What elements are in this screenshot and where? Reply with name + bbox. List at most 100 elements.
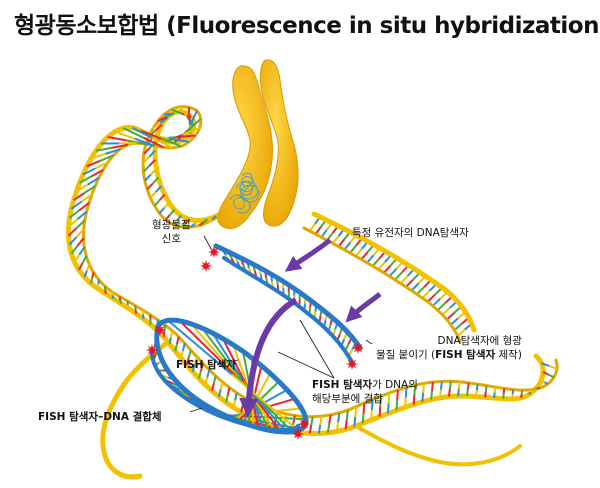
base-pair-rung (140, 129, 162, 140)
base-pair-rung (379, 395, 383, 407)
fluorescence-star-icon (146, 344, 158, 356)
base-pair-rung (159, 116, 169, 124)
arrow-gene-to-probe-2 (345, 292, 382, 323)
base-pair-rung (370, 399, 374, 410)
chromosome-left-arm (217, 65, 273, 230)
base-pair-rung (231, 373, 297, 429)
base-pair-rung (158, 193, 166, 201)
base-pair-rung (453, 323, 463, 331)
base-pair-rung (412, 394, 416, 405)
base-pair-rung (345, 409, 349, 420)
base-pair-rung (354, 406, 358, 417)
base-pair-rung (396, 389, 399, 401)
base-pair-rung (337, 412, 341, 423)
base-pair-rung (377, 261, 386, 271)
base-pair-rung (148, 159, 157, 167)
base-pair-rung (149, 191, 157, 199)
base-pair-rung (541, 362, 550, 367)
base-pair-rung (77, 210, 88, 220)
base-pair-rung (332, 235, 340, 245)
base-pair-rung (114, 130, 136, 140)
base-pair-rung (450, 317, 459, 326)
base-pair-rung (211, 383, 215, 392)
base-pair-rung (253, 365, 263, 396)
base-pair-rung (211, 332, 245, 382)
label-gene-probe: 특정 유전자의 DNA탐색자 (352, 227, 469, 239)
base-pair-rung (95, 161, 109, 170)
fluorescence-star-icon (346, 358, 358, 370)
base-pair-rung (154, 123, 163, 132)
base-pair-rung (142, 165, 151, 173)
label-attach-fluor: DNA탐색자에 형광 물질 붙이기 (FISH 탐색자 제작) (376, 335, 522, 361)
base-pair-rung (439, 381, 443, 390)
base-pair-rung (548, 365, 558, 370)
label-fish-probe: FISH 탐색자 (176, 359, 237, 371)
base-pair-rung (378, 406, 382, 417)
dna-tail-lower (100, 339, 171, 480)
base-pair-rung (432, 298, 441, 307)
base-pair-rung (387, 392, 391, 404)
base-pair-rung (199, 221, 205, 227)
base-pair-rung (126, 304, 130, 309)
base-pair-rung (142, 156, 150, 164)
base-pair-rung (78, 246, 86, 256)
base-pair-rung (212, 375, 217, 384)
fluorescence-star-icon (208, 246, 220, 258)
base-pair-rung (131, 126, 153, 139)
base-pair-rung (255, 372, 272, 399)
base-pair-rung (335, 422, 340, 432)
base-pair-rung (185, 357, 190, 366)
base-pair-rung (206, 369, 211, 378)
probe-strand-middle-b (222, 256, 354, 364)
base-pair-rung (446, 312, 455, 321)
base-pair-rung (78, 202, 90, 212)
fluorescence-star-icon (352, 342, 364, 354)
base-pair-rung (134, 305, 137, 310)
base-pair-rung (317, 424, 322, 434)
base-pair-rung (529, 389, 533, 393)
base-pair-rung (426, 293, 436, 303)
base-pair-rung (190, 222, 196, 228)
dna-tail-right (354, 424, 522, 467)
base-pair-rung (448, 381, 452, 390)
base-pair-rung (174, 343, 178, 352)
base-pair-rung (447, 388, 451, 397)
base-pair-rung (319, 416, 323, 425)
base-pair-rung (82, 167, 96, 176)
base-pair-rung (163, 201, 170, 209)
base-pair-rung (413, 385, 417, 395)
base-pair-rung (548, 373, 555, 379)
base-pair-rung (118, 296, 122, 301)
base-pair-rung (169, 209, 176, 216)
base-pair-rung (308, 424, 313, 434)
base-pair-rung (73, 192, 86, 201)
probe-loop-outer (154, 317, 309, 435)
base-pair-rung (493, 386, 497, 393)
base-pair-rung (360, 251, 369, 261)
base-pair-rung (337, 238, 346, 248)
base-pair-rung (219, 381, 224, 390)
base-pair-rung (105, 148, 121, 155)
base-pair-rung (99, 154, 114, 162)
base-pair-rung (193, 219, 200, 225)
base-pair-rung (232, 399, 237, 408)
base-pair-rung (528, 391, 532, 395)
base-pair-rung (119, 299, 123, 304)
base-pair-rung (75, 183, 89, 193)
base-pair-rung (179, 320, 236, 376)
base-pair-rung (502, 393, 505, 399)
chromatin-coil (229, 172, 260, 214)
base-pair-rung (148, 149, 156, 158)
base-pair-rung (176, 134, 196, 139)
base-pair-rung (383, 264, 392, 274)
base-pair-rung (362, 402, 366, 414)
base-pair-rung (79, 175, 92, 184)
base-pair-rung (70, 245, 79, 255)
base-pair-rung (172, 219, 179, 226)
base-pair-rung (184, 218, 191, 224)
base-pair-rung (146, 182, 154, 191)
base-pair-rung (181, 343, 186, 352)
base-pair-rung (142, 136, 164, 149)
